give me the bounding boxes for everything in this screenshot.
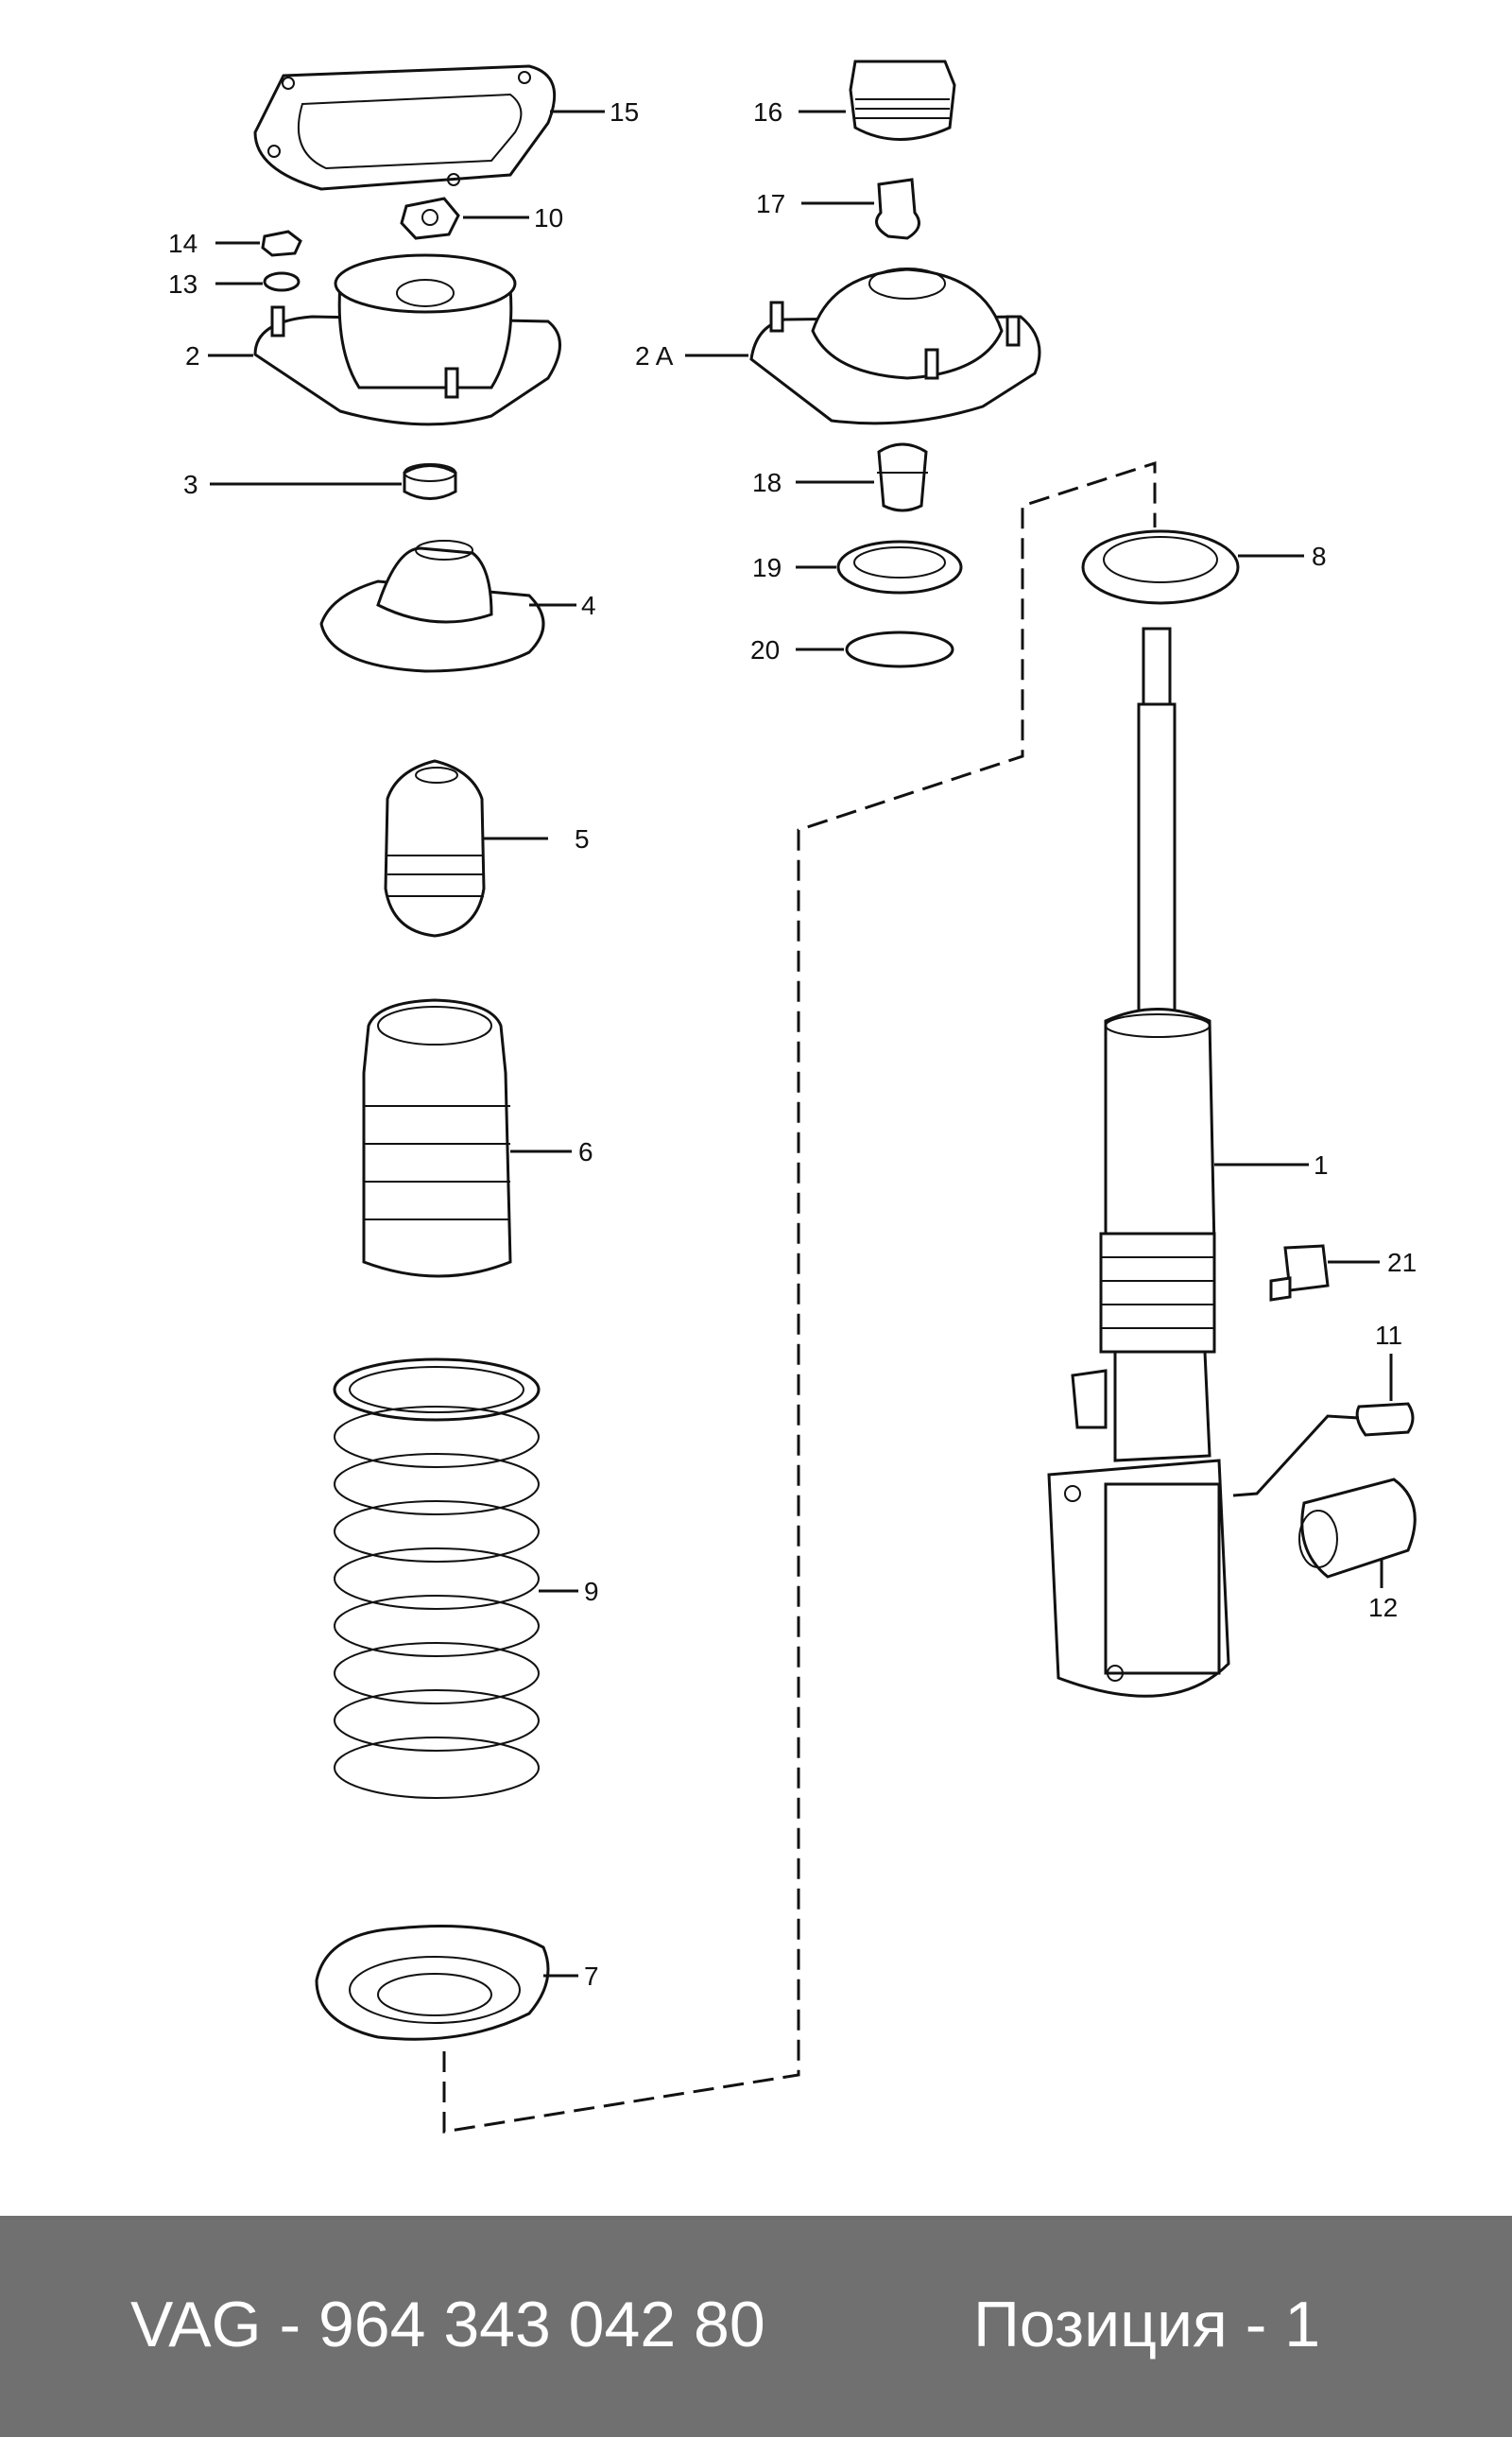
part-2a-strut-mount: 2 A bbox=[635, 268, 1041, 425]
callout-16: 16 bbox=[753, 97, 782, 127]
part-6-bellows: 6 bbox=[362, 998, 593, 1278]
part-14-nut: 14 bbox=[168, 229, 302, 258]
callout-19: 19 bbox=[752, 553, 782, 582]
part-2-strut-mount: 2 bbox=[185, 253, 561, 426]
callout-3: 3 bbox=[183, 470, 198, 499]
callout-18: 18 bbox=[752, 468, 782, 497]
callout-4: 4 bbox=[581, 591, 596, 620]
callout-17: 17 bbox=[756, 189, 785, 218]
part-20-ring: 20 bbox=[750, 631, 954, 668]
part-15-gasket: 15 bbox=[253, 64, 639, 191]
callout-1: 1 bbox=[1314, 1150, 1329, 1180]
callout-12: 12 bbox=[1368, 1593, 1398, 1622]
callout-21: 21 bbox=[1387, 1248, 1417, 1277]
callout-10: 10 bbox=[534, 203, 563, 233]
callout-2a: 2 A bbox=[635, 341, 674, 371]
part-8-ring: 8 bbox=[1081, 529, 1327, 605]
part-7-spring-seat: 7 bbox=[315, 1925, 599, 2041]
part-4-cover: 4 bbox=[319, 540, 596, 673]
part-19-seat: 19 bbox=[752, 540, 963, 595]
part-1-shock-absorber: 1 bbox=[1047, 627, 1329, 1698]
part-10-nut: 10 bbox=[400, 197, 563, 240]
assembly-dashed-line bbox=[442, 460, 1157, 2134]
callout-14: 14 bbox=[168, 229, 198, 258]
part-16-nut: 16 bbox=[753, 60, 956, 141]
part-11-clamp: 11 bbox=[1232, 1321, 1415, 1497]
callout-2: 2 bbox=[185, 341, 200, 371]
part-number-label: VAG - 964 343 042 80 bbox=[130, 2289, 765, 2360]
callout-13: 13 bbox=[168, 269, 198, 299]
position-label: Позиция - 1 bbox=[973, 2289, 1321, 2360]
callout-8: 8 bbox=[1312, 542, 1327, 571]
part-13-washer: 13 bbox=[168, 269, 301, 299]
callout-5: 5 bbox=[575, 824, 590, 854]
callout-7: 7 bbox=[584, 1962, 599, 1991]
part-17-bushing: 17 bbox=[756, 178, 920, 240]
part-number-footer: VAG - 964 343 042 80 Позиция - 1 bbox=[0, 2216, 1512, 2437]
callout-20: 20 bbox=[750, 635, 780, 665]
callout-15: 15 bbox=[610, 97, 639, 127]
part-18-bushing: 18 bbox=[752, 442, 928, 512]
callout-9: 9 bbox=[584, 1577, 599, 1606]
callout-11: 11 bbox=[1375, 1321, 1402, 1350]
exploded-parts-diagram: 15 16 10 14 13 17 bbox=[168, 60, 1417, 2134]
part-12-sleeve: 12 bbox=[1298, 1478, 1417, 1622]
part-9-coil-spring: 9 bbox=[333, 1357, 599, 1799]
callout-6: 6 bbox=[578, 1137, 593, 1167]
part-21-clip: 21 bbox=[1269, 1244, 1417, 1302]
part-5-bump-stop: 5 bbox=[384, 759, 590, 938]
part-3-spacer: 3 bbox=[183, 463, 457, 500]
